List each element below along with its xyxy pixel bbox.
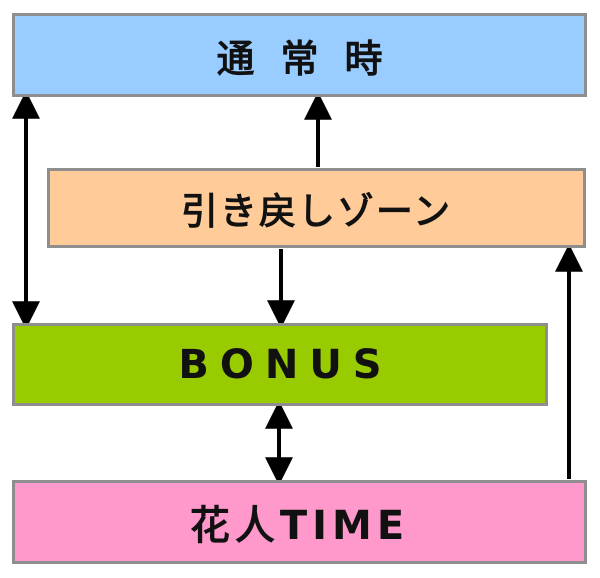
state-return-zone: 引き戻しゾーン (47, 168, 586, 248)
state-hanabi-time: 花人TIME (12, 480, 587, 564)
state-normal: 通常時 (12, 13, 587, 97)
state-bonus: BONUS (12, 323, 548, 406)
